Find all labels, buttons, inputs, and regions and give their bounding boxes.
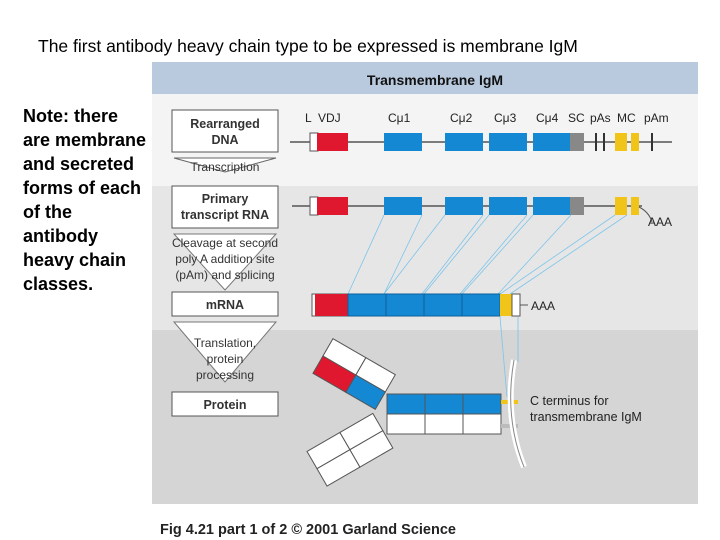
mrna-row xyxy=(311,293,528,317)
arrow-translation xyxy=(172,321,278,383)
header-band xyxy=(152,62,698,94)
stage-mrna-label: mRNA xyxy=(206,298,244,312)
segment-label-vdj: VDJ xyxy=(318,111,341,125)
igm-protein-diagram xyxy=(306,337,527,487)
poly-a-tail-mrna: AAA xyxy=(531,299,555,313)
stage-translation-line3: processing xyxy=(196,368,254,382)
segment-label-sc: SC xyxy=(568,111,585,125)
splice-guides xyxy=(347,214,628,398)
stage-translation-line1: Translation, xyxy=(194,336,256,350)
segment-label-l: L xyxy=(305,111,312,125)
poly-a-tail-primary: AAA xyxy=(648,215,672,229)
stage-protein: Protein xyxy=(171,391,279,417)
primary-transcript-row xyxy=(292,196,653,223)
arrow-transcription xyxy=(173,157,277,173)
segment-label-pam: pAm xyxy=(644,111,669,125)
c-terminus-line2: transmembrane IgM xyxy=(530,410,642,424)
stage-primary-line1: Primary xyxy=(202,192,249,206)
figure-caption: Fig 4.21 part 1 of 2 © 2001 Garland Scie… xyxy=(160,522,456,538)
note-text: Note: there are membrane and secreted fo… xyxy=(23,106,147,294)
segment-label-cmu2: Cμ2 xyxy=(450,111,473,125)
dna-row xyxy=(290,132,672,152)
arrow-cleavage xyxy=(172,233,278,291)
stage-cleavage-line3: (pAm) and splicing xyxy=(175,268,274,282)
c-terminus-line1: C terminus for xyxy=(530,394,609,408)
figure-header: Transmembrane IgM xyxy=(367,72,503,88)
stage-dna-line2: DNA xyxy=(211,133,238,147)
stage-cleavage-line2: poly A addition site xyxy=(175,252,275,266)
stage-dna: Rearranged DNA xyxy=(171,109,279,153)
segment-label-pas: pAs xyxy=(590,111,611,125)
stage-mrna: mRNA xyxy=(171,291,279,317)
stage-transcription: Transcription xyxy=(191,160,260,174)
stage-translation-line2: protein xyxy=(207,352,244,366)
slide-title: The first antibody heavy chain type to b… xyxy=(38,36,578,56)
segment-label-cmu4: Cμ4 xyxy=(536,111,559,125)
igm-figure: Transmembrane IgM Rearranged DNA Transcr… xyxy=(152,62,698,504)
stage-dna-line1: Rearranged xyxy=(190,117,259,131)
segment-label-cmu1: Cμ1 xyxy=(388,111,411,125)
stage-primary: Primary transcript RNA xyxy=(171,185,279,229)
stage-cleavage-line1: Cleavage at second xyxy=(172,236,278,250)
stage-primary-line2: transcript RNA xyxy=(181,208,269,222)
segment-label-cmu3: Cμ3 xyxy=(494,111,517,125)
stage-protein-label: Protein xyxy=(203,398,246,412)
segment-label-mc: MC xyxy=(617,111,636,125)
